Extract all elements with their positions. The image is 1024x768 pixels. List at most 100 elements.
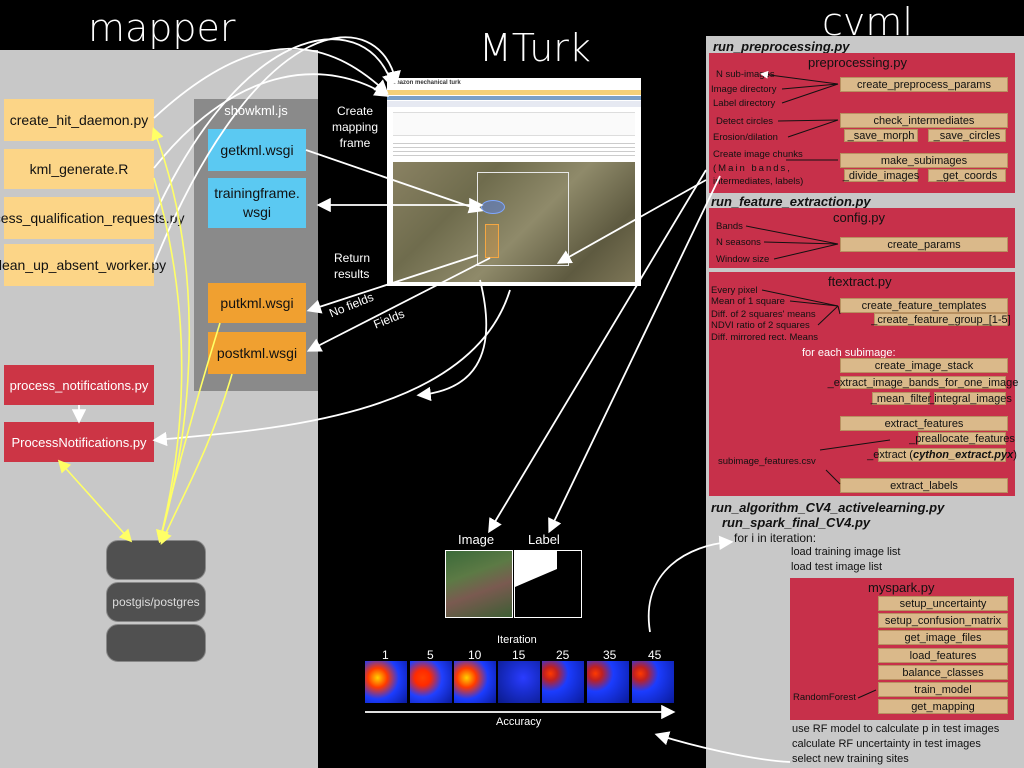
fn-train-model[interactable]: train_model: [878, 682, 1008, 697]
iter-num-5: 5: [427, 648, 434, 662]
fn-load-features[interactable]: load_features: [878, 648, 1008, 663]
foreach-label: for each subimage:: [802, 347, 896, 359]
fn-create-feature-templates[interactable]: create_feature_templates: [840, 298, 1008, 313]
fn-extract-labels[interactable]: extract_labels: [840, 478, 1008, 493]
ftextract-title: ftextract.py: [828, 274, 892, 289]
cfg-item-nseasons: N seasons: [716, 237, 761, 248]
ft-item-mirrored: Diff. mirrored rect. Means: [711, 332, 818, 343]
fn-extract-cython[interactable]: _extract (cython_extract.pyx): [867, 448, 1017, 462]
iter-num-45: 45: [648, 648, 662, 662]
mturk-title: MTurk: [479, 26, 591, 70]
line-mean: [789, 300, 839, 307]
arrow-cvml-to-image: [488, 169, 707, 534]
pre-item-intermediates: intermediates, labels): [713, 176, 804, 187]
db-cylinder-middle: [106, 582, 206, 622]
db-label: postgis/postgres: [112, 595, 200, 609]
line-rf: [857, 689, 877, 699]
iter-heatmap-35: [587, 661, 629, 703]
mapper-title: mapper: [88, 6, 236, 50]
fn-get-image-files[interactable]: get_image_files: [878, 630, 1008, 645]
fn-create-params[interactable]: create_params: [840, 237, 1008, 252]
fn-extract-features[interactable]: extract_features: [840, 416, 1008, 431]
arrow-cvml-to-label: [548, 175, 721, 534]
arrow-kml-to-mturk: [153, 73, 390, 169]
accuracy-label: Accuracy: [496, 716, 542, 728]
randomforest-label: RandomForest: [793, 692, 856, 703]
mapper-process-notifications[interactable]: process_notifications.py: [4, 365, 154, 405]
fn-mean-filter[interactable]: _mean_filter: [870, 392, 932, 405]
db-cylinder-bottom: [106, 624, 206, 662]
label-caption: Label: [528, 532, 560, 547]
fn-get-mapping[interactable]: get_mapping: [878, 699, 1008, 714]
fn-balance-classes[interactable]: balance_classes: [878, 665, 1008, 680]
arrow-hit-to-mturk: [153, 47, 389, 119]
mturk-screenshot: amazon mechanical turk: [387, 78, 641, 286]
pre-item-detect: Detect circles: [716, 116, 774, 127]
yarrow-hit-db: [151, 127, 191, 544]
fn-get-coords[interactable]: _get_coords: [928, 169, 1006, 182]
mapper-item-process-qualification[interactable]: process_qualification_requests.py: [0, 197, 184, 239]
arrow-final-back: [654, 731, 791, 763]
postkml-box[interactable]: postkml.wsgi: [208, 332, 306, 374]
mapper-item-clean-up[interactable]: clean_up_absent_worker.py: [0, 244, 166, 286]
trainingframe-box[interactable]: trainingframe. wsgi: [208, 178, 306, 228]
line-diff2: [837, 305, 841, 315]
fn-extract-pyx: cython_extract.pyx: [912, 449, 1014, 461]
fn-create-preprocess-params[interactable]: create_preprocess_params: [840, 77, 1008, 92]
mapper-item-kml-generate[interactable]: kml_generate.R: [4, 149, 154, 189]
pre-item-labeldir: Label directory: [713, 98, 776, 109]
myspark-title: myspark.py: [868, 580, 935, 595]
fn-setup-confusion-matrix[interactable]: setup_confusion_matrix: [878, 613, 1008, 628]
image-thumbnail: [445, 550, 513, 618]
getkml-box[interactable]: getkml.wsgi: [208, 129, 306, 171]
fn-save-circles[interactable]: _save_circles: [928, 129, 1006, 142]
label-thumbnail: [514, 550, 582, 618]
iter-num-35: 35: [603, 648, 617, 662]
mapper-item-create-hit-daemon[interactable]: create_hit_daemon.py: [4, 99, 154, 141]
fn-preallocate-features[interactable]: _preallocate_features: [909, 432, 1015, 445]
line-erosion: [787, 119, 839, 138]
fn-save-morph[interactable]: _save_morph: [844, 129, 918, 142]
arrow-nofields: [306, 254, 479, 314]
section-run-feature-extraction: run_feature_extraction.py: [711, 194, 871, 209]
line-imgdir: [781, 83, 839, 90]
iter-num-15: 15: [512, 648, 526, 662]
arrow-mturk-self: [416, 279, 488, 402]
final-step-3: select new training sites: [792, 753, 909, 765]
fn-check-intermediates[interactable]: check_intermediates: [840, 113, 1008, 128]
section-run-preprocessing: run_preprocessing.py: [713, 39, 850, 54]
line-ndvi: [817, 305, 839, 326]
fn-divide-images[interactable]: _divide_images: [842, 169, 920, 182]
final-step-1: use RF model to calculate p in test imag…: [792, 723, 1000, 735]
line-bands: [745, 225, 839, 245]
putkml-box[interactable]: putkml.wsgi: [208, 283, 306, 323]
iter-heatmap-10: [454, 661, 496, 703]
fn-extract-image-bands[interactable]: _extract_image_bands_for_one_image: [827, 376, 1019, 389]
arrow-fields: [306, 257, 491, 352]
iteration-title: Iteration: [497, 634, 537, 646]
mturk-search-bar: [387, 101, 641, 107]
section-run-spark: run_spark_final_CV4.py: [722, 515, 871, 530]
yarrow-kml-db: [153, 177, 183, 544]
mturk-logo: amazon mechanical turk: [391, 80, 461, 86]
loop-for: for i in iteration:: [734, 531, 817, 545]
fn-create-feature-group[interactable]: _create_feature_group_[1-5]: [871, 313, 1011, 326]
field-polygon-2: [485, 224, 499, 258]
mturk-nav-bar: [387, 90, 641, 95]
fn-setup-uncertainty[interactable]: setup_uncertainty: [878, 596, 1008, 611]
line-nseasons: [763, 241, 839, 245]
mapper-ProcessNotifications[interactable]: ProcessNotifications.py: [4, 422, 154, 462]
arrow-notify-from-mturk: [152, 289, 511, 447]
fn-make-subimages[interactable]: make_subimages: [840, 153, 1008, 168]
cfg-item-bands: Bands: [716, 221, 743, 232]
section-run-algorithm: run_algorithm_CV4_activelearning.py: [711, 500, 945, 515]
mturk-map: [393, 162, 635, 282]
ft-item-pixel: Every pixel: [711, 285, 758, 296]
mapping-frame: [477, 172, 569, 266]
iter-heatmap-45: [632, 661, 674, 703]
fn-integral-images[interactable]: _integral_images: [928, 392, 1012, 405]
create-frame-label: Create mapping frame: [332, 104, 379, 150]
fn-create-image-stack[interactable]: create_image_stack: [840, 358, 1008, 373]
loop-test-list: load test image list: [791, 561, 883, 573]
